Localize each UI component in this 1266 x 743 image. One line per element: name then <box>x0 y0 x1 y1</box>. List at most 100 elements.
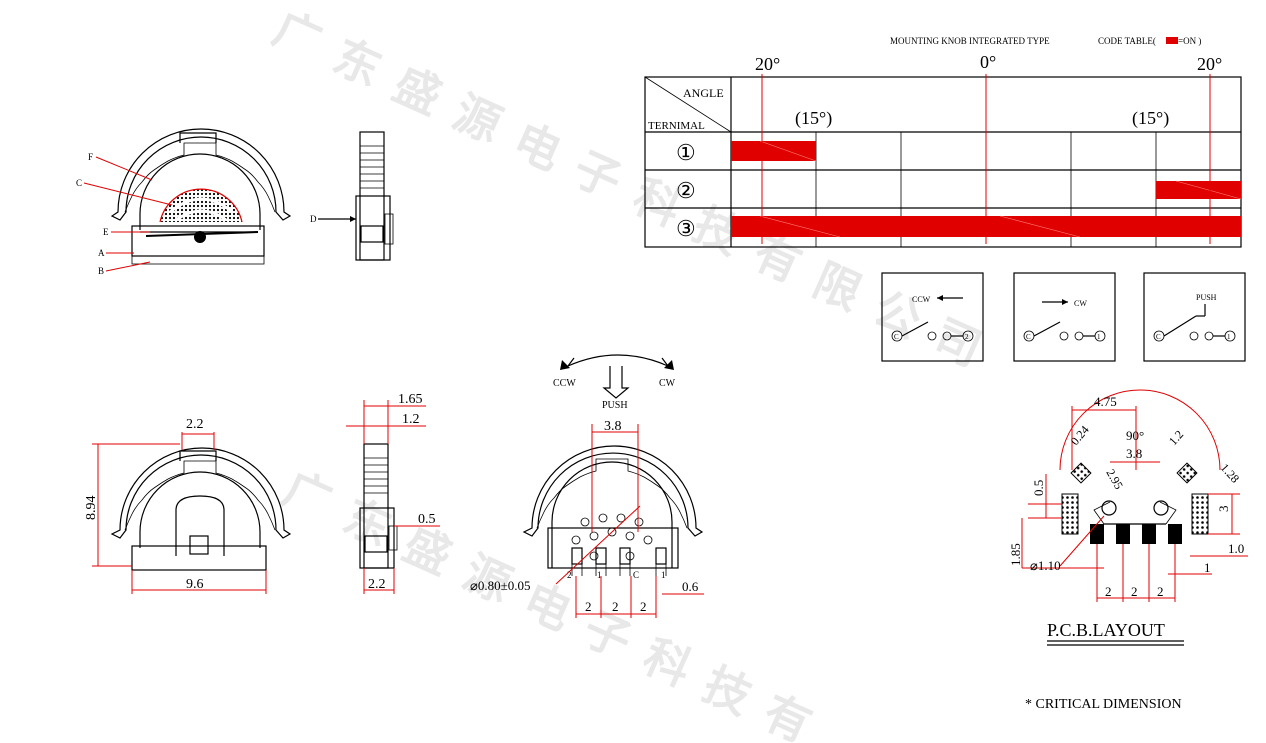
pin-label: C <box>633 570 639 580</box>
mount-hole <box>607 527 617 537</box>
header-angle: ANGLE <box>683 86 724 100</box>
terminal-3-label: ③ <box>676 216 696 241</box>
rotation-arrow <box>567 354 670 368</box>
watermark-char: 技 <box>696 657 760 725</box>
pin-pad <box>619 547 631 565</box>
critical-dimension-note: * CRITICAL DIMENSION <box>1025 697 1182 712</box>
side-pin <box>388 525 398 551</box>
code-legend-suffix: =ON ) <box>1178 36 1201 46</box>
pin-pad <box>595 547 607 565</box>
pcb-arc <box>1059 389 1221 471</box>
pcb-pad-side <box>1061 493 1079 535</box>
callout-e: E <box>103 227 109 237</box>
pcb-outline <box>1093 501 1177 525</box>
terminal-1-label: ① <box>676 140 696 165</box>
angle-tick-left: 20° <box>755 54 780 74</box>
terminal-left: C <box>1026 333 1031 341</box>
switch-state-cw: CW C 1 <box>1013 272 1116 362</box>
dim-hole-diameter: ⌀0.80±0.05 <box>470 578 530 593</box>
push-arrow <box>602 366 630 399</box>
callout-c: C <box>76 178 82 188</box>
dim-diag-c: 1.28 <box>1218 461 1242 486</box>
hole-leader <box>555 505 641 585</box>
pcb-pad <box>1116 524 1130 544</box>
pcb-pad-diagonal <box>1176 462 1198 484</box>
pin-label: 1 <box>661 570 666 580</box>
contact-lever <box>1033 321 1061 337</box>
mount-hole <box>589 551 599 561</box>
side-view-assembly: D <box>310 131 394 261</box>
watermark-char: 司 <box>926 309 990 377</box>
inner-arc <box>139 153 261 230</box>
dim-height: 8.94 <box>84 496 99 521</box>
watermark-char: 源 <box>446 85 510 153</box>
leader-c <box>83 182 173 206</box>
center-rivet <box>194 231 206 243</box>
bar-hatch-line <box>759 215 841 238</box>
callout-a: A <box>98 248 105 258</box>
knob-top-tab <box>179 132 217 143</box>
header-terminal: TERNIMAL <box>648 120 705 132</box>
side-window <box>364 535 388 553</box>
contact-lever <box>901 321 929 337</box>
housing-body <box>131 545 267 571</box>
pcb-hole <box>1101 500 1117 516</box>
knob-teeth <box>124 460 276 531</box>
contact-point <box>1074 331 1084 341</box>
bar-hatch-line <box>1175 180 1242 200</box>
pin-label: 2 <box>567 570 572 580</box>
bottom-view-dimensioned: CCW CW PUSH 3.8 ⌀0.80±0.05 2 1 C 1 <box>470 354 704 618</box>
mount-hole <box>571 535 581 545</box>
terminal-right: 2 <box>965 333 969 341</box>
terminal-left: C <box>1156 333 1161 341</box>
dim-angle: 90° <box>1126 428 1144 443</box>
dim-pad-offset: 1 <box>1204 560 1211 575</box>
dim-diag-a: 0.24 <box>1068 423 1092 448</box>
side-housing <box>359 507 395 569</box>
bar-hatch-line <box>759 140 817 162</box>
terminal-2-on-bar <box>1156 181 1241 199</box>
watermark-char: 盛 <box>386 57 450 125</box>
hole-leader <box>1059 515 1105 567</box>
contact-point <box>1204 331 1214 341</box>
state-box <box>1013 272 1116 362</box>
watermark-char: 有 <box>756 685 820 743</box>
dim-pitch: 2 <box>640 599 647 614</box>
state-direction-label: PUSH <box>1196 293 1217 302</box>
terminal-circle <box>1094 330 1106 342</box>
code-table: MOUNTING KNOB INTEGRATED TYPE CODE TABLE… <box>644 36 1242 248</box>
code-legend-swatch <box>1166 37 1178 44</box>
dim-side-base: 2.2 <box>368 577 386 592</box>
dim-left-gap: 0.5 <box>1031 480 1046 496</box>
code-legend-prefix: CODE TABLE( <box>1098 36 1156 46</box>
side-window <box>360 225 384 243</box>
knob-cw-label: CW <box>659 378 676 389</box>
inner-arc <box>139 471 261 548</box>
dim-inner-width: 1.2 <box>402 412 420 427</box>
terminal-1-on-bar <box>731 141 816 161</box>
pcb-pad-side <box>1191 493 1209 535</box>
state-direction-label: CW <box>1074 299 1087 308</box>
dim-total-width: 1.65 <box>398 392 423 407</box>
pin-pad <box>655 547 667 565</box>
angle-tick-right: 20° <box>1197 54 1222 74</box>
mount-hole <box>598 513 608 523</box>
dim-pin-offset: 0.5 <box>418 512 436 527</box>
side-housing <box>355 195 391 261</box>
side-view-dimensioned: 1.65 1.2 0.5 2.2 <box>346 392 440 594</box>
terminal-circle <box>962 330 974 342</box>
watermark-char: 广 <box>266 1 330 69</box>
knob-top-tab <box>179 450 217 461</box>
contact-point <box>1189 331 1199 341</box>
knob-arc <box>110 128 292 221</box>
detent-label-right: (15°) <box>1132 108 1169 129</box>
watermark-char: 电 <box>506 113 570 181</box>
contact-point <box>927 331 937 341</box>
leader-b <box>105 261 151 272</box>
dim-pad-pitch: 2 <box>1131 584 1138 599</box>
watermark-char: 科 <box>636 629 700 697</box>
knob-teeth <box>124 142 276 213</box>
center-square <box>189 535 209 555</box>
switch-state-push: PUSH C 1 <box>1143 272 1246 362</box>
detent-label-left: (15°) <box>795 108 832 129</box>
